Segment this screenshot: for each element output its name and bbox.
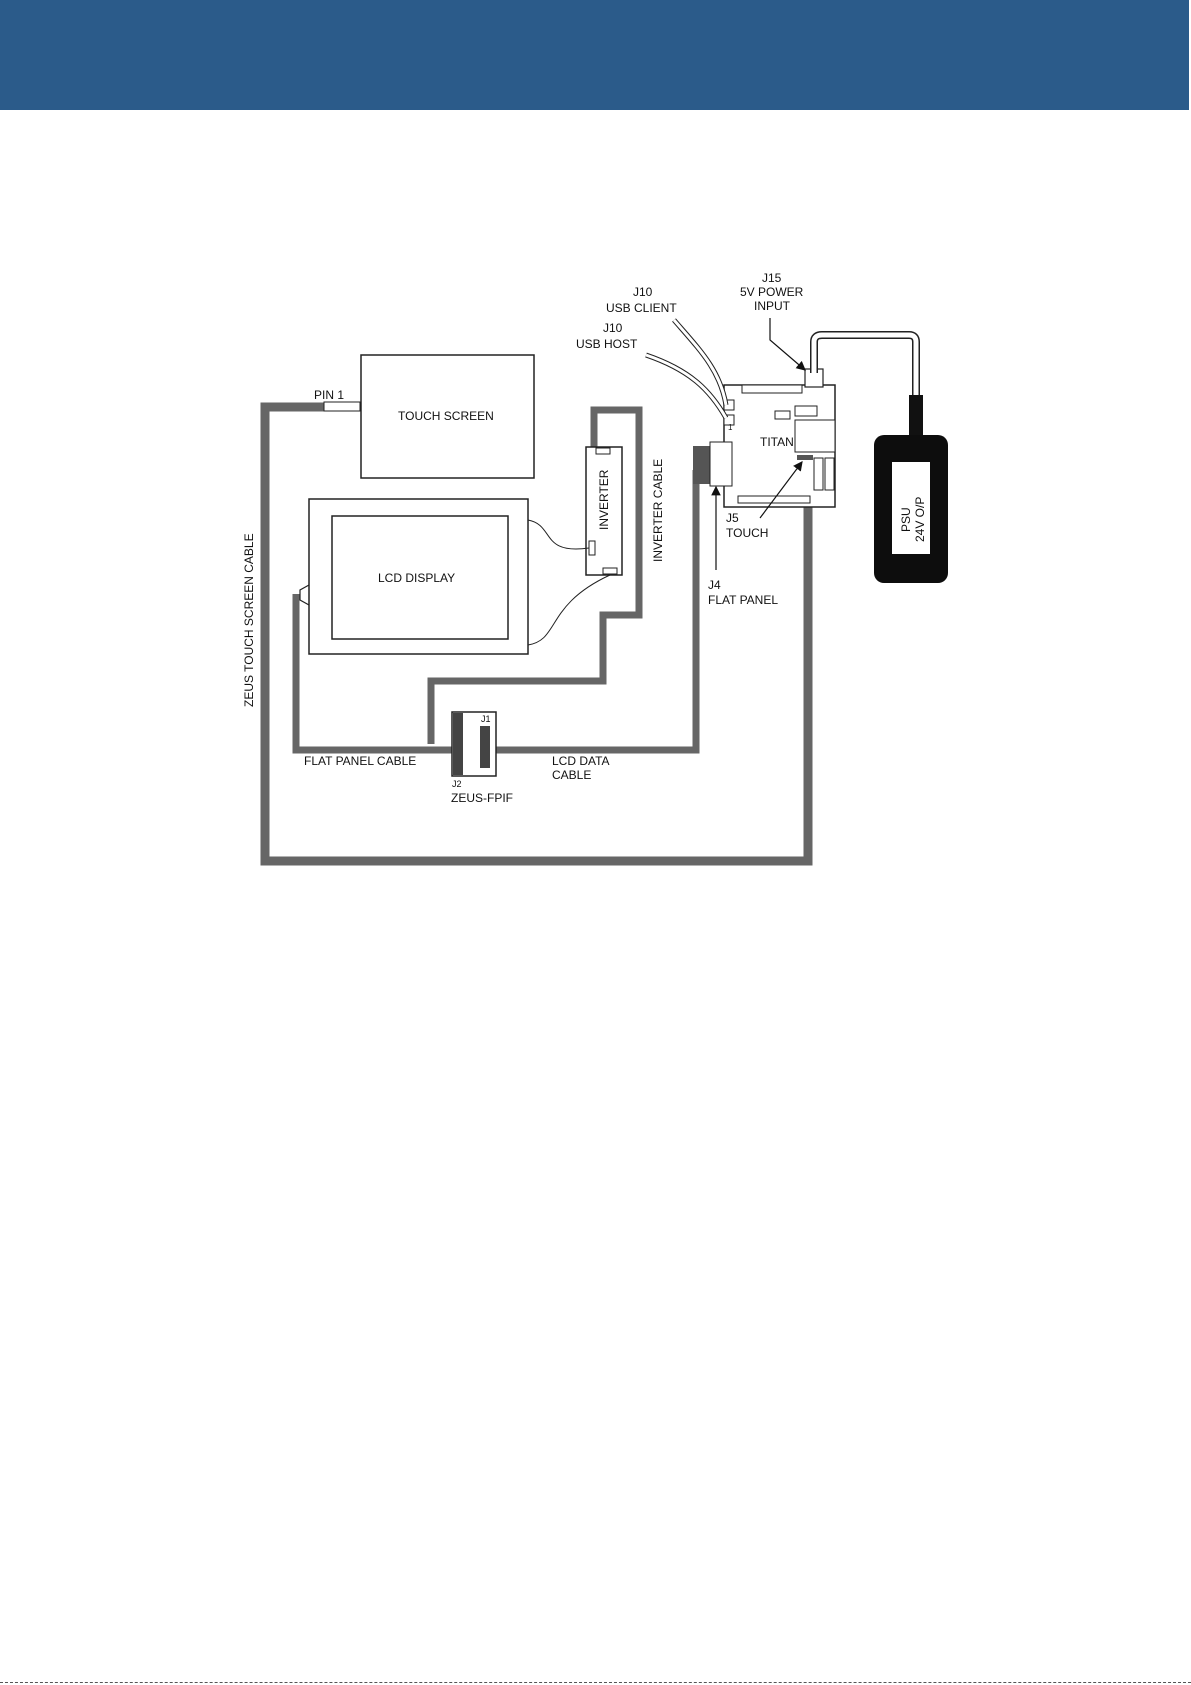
usb-client-cable-core <box>674 320 726 405</box>
touch-label: TOUCH <box>726 526 768 540</box>
power-input-label: INPUT <box>754 299 791 313</box>
zeus-fpif-label: ZEUS-FPIF <box>451 791 513 805</box>
usb-host-cable-core <box>646 355 726 418</box>
usb-client-label: USB CLIENT <box>606 301 677 315</box>
touch-screen-label: TOUCH SCREEN <box>398 409 494 423</box>
lcd-flat-panel-tab <box>300 585 309 605</box>
j1-label: J1 <box>481 714 491 724</box>
zeus-fpif-j2-connector <box>453 713 463 775</box>
inverter-connector-mid <box>589 541 595 555</box>
lcd-data-cable-label-2: CABLE <box>552 768 591 782</box>
usb-host-label: USB HOST <box>576 337 638 351</box>
usb-host-cable <box>646 355 726 418</box>
usb-client-cable <box>674 320 726 405</box>
zeus-touch-screen-cable-label: ZEUS TOUCH SCREEN CABLE <box>242 533 256 707</box>
j5-label: J5 <box>726 511 739 525</box>
titan-small-mark: 1 <box>728 423 733 432</box>
titan-j4-housing <box>710 442 732 486</box>
psu-label: PSU <box>899 507 913 532</box>
zeus-fpif-j1-connector <box>480 726 490 768</box>
flat-panel-cable-label: FLAT PANEL CABLE <box>304 754 416 768</box>
titan-j5-connector <box>797 455 813 460</box>
titan-slot-2 <box>825 458 834 490</box>
lcd-display-label: LCD DISPLAY <box>378 571 455 585</box>
pin1-connector <box>324 402 360 411</box>
j2-label: J2 <box>452 779 462 789</box>
inverter-connector-top <box>596 448 610 454</box>
psu-output-label: 24V O/P <box>913 497 927 542</box>
lcd-data-cable-label-1: LCD DATA <box>552 754 610 768</box>
inverter-wire-upper <box>528 520 589 549</box>
titan-chip-1 <box>775 411 790 419</box>
inverter-cable-label: INVERTER CABLE <box>651 459 665 562</box>
j4-label: J4 <box>708 578 721 592</box>
titan-j4-connector <box>693 446 710 484</box>
titan-slot-1 <box>814 458 823 490</box>
titan-side-module <box>795 420 835 452</box>
j15-arrow <box>770 318 805 370</box>
j10-host-label: J10 <box>603 321 623 335</box>
power-5v-label: 5V POWER <box>740 285 804 299</box>
psu-cable-strain-relief <box>909 395 923 437</box>
inverter-label: INVERTER <box>597 469 611 530</box>
inverter-connector-bottom <box>603 568 617 574</box>
j10-client-label: J10 <box>633 285 653 299</box>
footer-dashed-line <box>0 1682 1191 1683</box>
flat-panel-label: FLAT PANEL <box>708 593 778 607</box>
pin1-label: PIN 1 <box>314 388 344 402</box>
inverter-wire-lower <box>528 575 610 645</box>
titan-label: TITAN <box>760 435 794 449</box>
titan-top-header <box>742 385 802 393</box>
titan-chip-2 <box>795 406 817 416</box>
j15-label: J15 <box>762 271 782 285</box>
